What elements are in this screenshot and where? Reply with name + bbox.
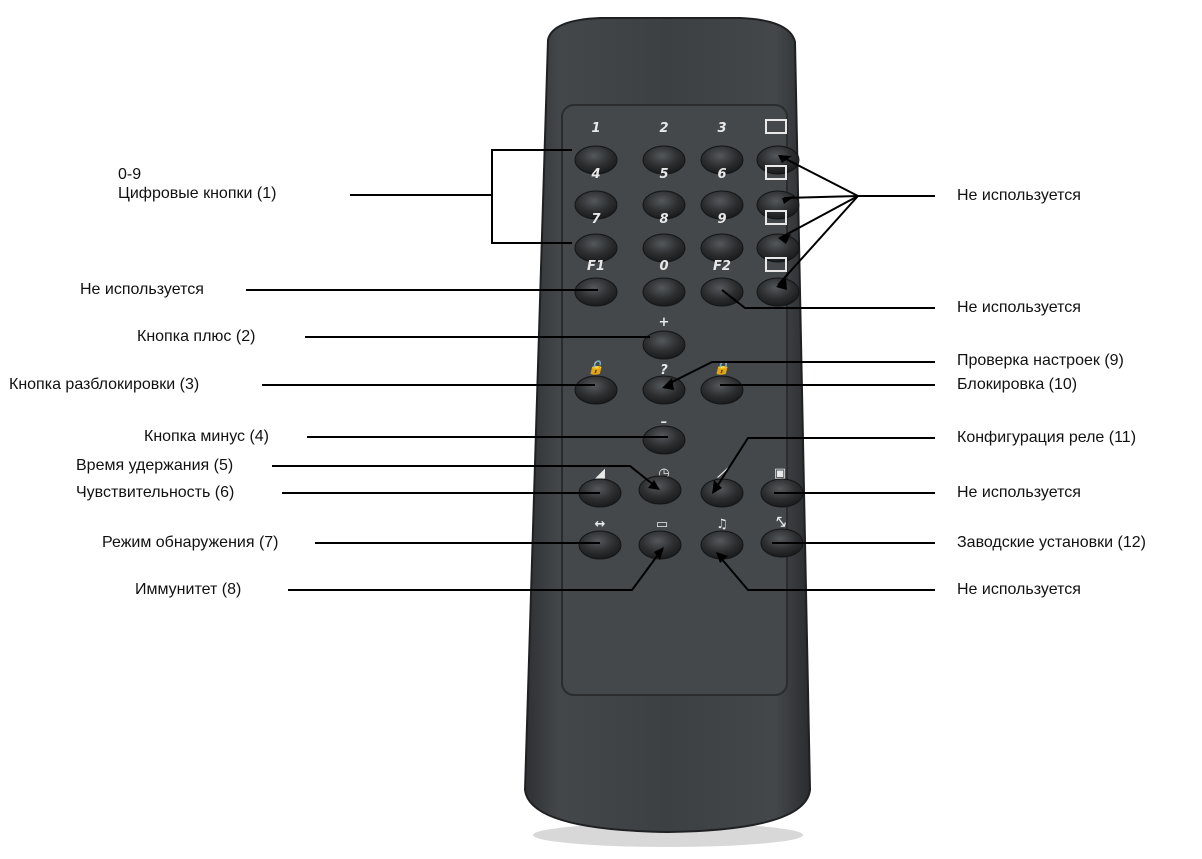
- unused-right-arrow-3: [779, 195, 859, 239]
- unused-camera-label: Не используется: [957, 484, 1081, 501]
- key-label-7: 7: [591, 212, 601, 227]
- arrowhead-relay: [712, 480, 722, 494]
- key-label-0: 0: [659, 259, 668, 274]
- detection-mode-label: Режим обнаружения (7): [102, 534, 279, 551]
- arrowhead-bell: [716, 552, 728, 563]
- clock-icon: ◷: [658, 466, 669, 481]
- key-label-f2: F2: [713, 259, 731, 274]
- key-label-2: 2: [659, 121, 668, 136]
- key-label-f1: F1: [587, 259, 605, 274]
- bell-icon: ♫: [716, 517, 728, 532]
- unused-right-arrow-2: [783, 195, 859, 199]
- digits-range-label: 0-9: [118, 166, 142, 183]
- minus-label: Кнопка минус (4): [144, 428, 270, 445]
- arrowhead-1: [778, 155, 792, 163]
- arrowhead-3: [778, 234, 791, 244]
- digit-keys: 1 2 3 4 5 6 7 8 9F1 0 F2: [574, 119, 800, 307]
- vibration-icon: ▭: [656, 517, 668, 532]
- key-9-button[interactable]: [700, 233, 744, 263]
- remote-shadow: [533, 823, 803, 847]
- sensitivity-label: Чувствительность (6): [76, 484, 235, 501]
- detection-mode-button[interactable]: [578, 530, 622, 560]
- input-arrow-icon: [765, 119, 787, 134]
- side-key-3-button[interactable]: [756, 233, 800, 263]
- plus-button[interactable]: [642, 330, 686, 360]
- key-3-button[interactable]: [700, 145, 744, 175]
- key-7-button[interactable]: [574, 233, 618, 263]
- hold-time-label: Время удержания (5): [76, 457, 234, 474]
- unused-right-label: Не используется: [957, 187, 1081, 204]
- lock-label: Блокировка (10): [957, 376, 1078, 393]
- key-f1-button[interactable]: [574, 277, 618, 307]
- plus-label: Кнопка плюс (2): [137, 328, 256, 345]
- key-0-button[interactable]: [642, 277, 686, 307]
- key-8-button[interactable]: [642, 233, 686, 263]
- arrowhead-2: [782, 196, 795, 204]
- key-label-4: 4: [590, 167, 600, 182]
- key-4-button[interactable]: [574, 190, 618, 220]
- input-connect-icon: [765, 165, 787, 180]
- unlock-label: Кнопка разблокировки (3): [9, 376, 200, 393]
- key-label-5: 5: [659, 167, 668, 182]
- key-5-button[interactable]: [642, 190, 686, 220]
- arrows-icon: ↔: [595, 517, 606, 532]
- key-label-9: 9: [717, 212, 726, 227]
- key-label-1: 1: [591, 121, 600, 136]
- unused-bell-label: Не используется: [957, 581, 1081, 598]
- leader-lines: [246, 149, 935, 591]
- reset-icon: ⤡: [775, 515, 787, 530]
- padlock-closed-icon: 🔒: [714, 361, 730, 376]
- key-label-6: 6: [717, 167, 726, 182]
- function-keys: +🔓?🔒–◢◷⟋▣↔▭♫⤡: [574, 315, 804, 560]
- hold-time-leader: [272, 465, 656, 487]
- relay-leader: [715, 437, 935, 489]
- screen-icon: [765, 257, 787, 272]
- check-leader: [667, 361, 935, 385]
- camera-icon: ▣: [774, 466, 786, 481]
- check-settings-label: Проверка настроек (9): [957, 352, 1124, 369]
- key-1-button[interactable]: [574, 145, 618, 175]
- unused-f2-label: Не используется: [957, 299, 1081, 316]
- arrowhead-immunity: [654, 547, 664, 560]
- immunity-leader: [288, 551, 661, 591]
- key-6-button[interactable]: [700, 190, 744, 220]
- minus-key-label: –: [661, 415, 668, 430]
- key-2-button[interactable]: [642, 145, 686, 175]
- unused-bell-leader: [719, 556, 935, 591]
- unlock-button[interactable]: [574, 375, 618, 405]
- arrowhead-4: [776, 278, 787, 290]
- arrowhead-check: [662, 378, 674, 390]
- unused-f2-leader: [721, 289, 935, 309]
- display-icon: [765, 210, 787, 225]
- plus-key-label: +: [659, 315, 670, 330]
- ramp-icon: ◢: [595, 466, 605, 481]
- immunity-label: Иммунитет (8): [135, 581, 242, 598]
- arrow-heads: [648, 155, 795, 563]
- digits-label: Цифровые кнопки (1): [118, 185, 277, 202]
- digits-bracket: [491, 149, 572, 244]
- factory-settings-label: Заводские установки (12): [957, 534, 1146, 551]
- check-key-label: ?: [660, 363, 668, 378]
- unused-right-arrow-1: [779, 155, 859, 197]
- side-key-4-button[interactable]: [756, 277, 800, 307]
- lock-button[interactable]: [700, 375, 744, 405]
- padlock-open-icon: 🔓: [588, 360, 604, 376]
- minus-button[interactable]: [642, 425, 686, 455]
- key-label-8: 8: [659, 212, 668, 227]
- key-label-3: 3: [717, 121, 726, 136]
- side-key-1-button[interactable]: [756, 145, 800, 175]
- unused-f1-label: Не используется: [80, 281, 204, 298]
- side-key-2-button[interactable]: [756, 190, 800, 220]
- relay-config-button[interactable]: [700, 478, 744, 508]
- relay-config-label: Конфигурация реле (11): [957, 429, 1137, 446]
- unused-right-arrow-4: [777, 195, 859, 286]
- check-settings-button[interactable]: [642, 375, 686, 405]
- arrowhead-hold: [648, 480, 660, 490]
